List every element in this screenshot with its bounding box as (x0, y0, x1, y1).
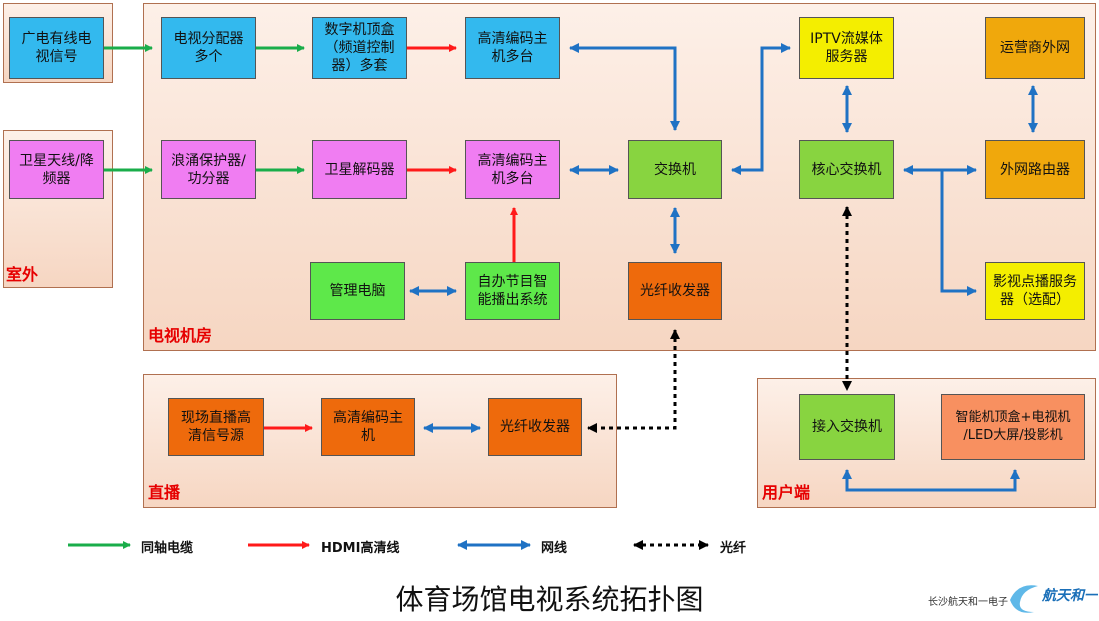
legend-hdmi-label: HDMI高清线 (321, 541, 400, 556)
node-fiber-transceiver-room: 光纤收发器 (628, 262, 722, 320)
node-carrier-wan: 运营商外网 (985, 17, 1085, 79)
node-access-switch: 接入交换机 (799, 394, 895, 460)
node-hd-encoder-1: 高清编码主 机多台 (465, 17, 560, 79)
node-sat-antenna: 卫星天线/降 频器 (9, 140, 104, 199)
node-smart-stb-display: 智能机顶盒+电视机 /LED大屏/投影机 (941, 394, 1085, 460)
node-digital-stb: 数字机顶盒 （频道控制 器）多套 (312, 17, 407, 79)
link-net-encoder1-switch (569, 43, 680, 131)
diagram-title: 体育场馆电视系统拓扑图 (395, 583, 704, 616)
node-wan-router: 外网路由器 (985, 140, 1085, 199)
node-mgmt-pc: 管理电脑 (310, 262, 405, 320)
node-vod-server: 影视点播服务 器（选配） (985, 262, 1085, 320)
zone-label-live: 直播 (148, 483, 181, 502)
link-net-access-smart-stb (842, 469, 1020, 492)
link-fiber-room-live (587, 329, 680, 433)
node-hd-encoder-2: 高清编码主 机多台 (465, 140, 560, 199)
link-net-core-vod (940, 170, 977, 296)
svg-text:航天和一: 航天和一 (1041, 587, 1098, 604)
legend-fiber-label: 光纤 (720, 541, 747, 556)
node-hd-encoder-live: 高清编码主 机 (321, 398, 415, 456)
node-switch: 交换机 (628, 140, 722, 199)
legend-coax-label: 同轴电缆 (141, 541, 194, 556)
node-broadcast-system: 自办节目智 能播出系统 (465, 262, 560, 320)
node-sat-decoder: 卫星解码器 (312, 140, 407, 199)
zone-label-tv-room: 电视机房 (148, 326, 213, 345)
legend-network-label: 网线 (541, 541, 568, 556)
node-fiber-transceiver-live: 光纤收发器 (488, 398, 582, 456)
zone-label-outdoor: 室外 (6, 265, 39, 284)
node-cable-tv-signal: 广电有线电 视信号 (9, 17, 104, 79)
node-core-switch: 核心交换机 (799, 140, 894, 199)
node-live-source: 现场直播高 清信号源 (168, 398, 264, 456)
company-logo: 航天和一 (1010, 585, 1098, 613)
link-net-switch-iptv (731, 43, 791, 175)
credit-text: 长沙航天和一电子 (928, 597, 1008, 608)
zone-label-user-end: 用户端 (762, 483, 811, 502)
node-tv-splitter: 电视分配器 多个 (161, 17, 256, 79)
node-surge-protector: 浪涌保护器/ 功分器 (161, 140, 256, 199)
node-iptv-server: IPTV流媒体 服务器 (799, 17, 894, 79)
